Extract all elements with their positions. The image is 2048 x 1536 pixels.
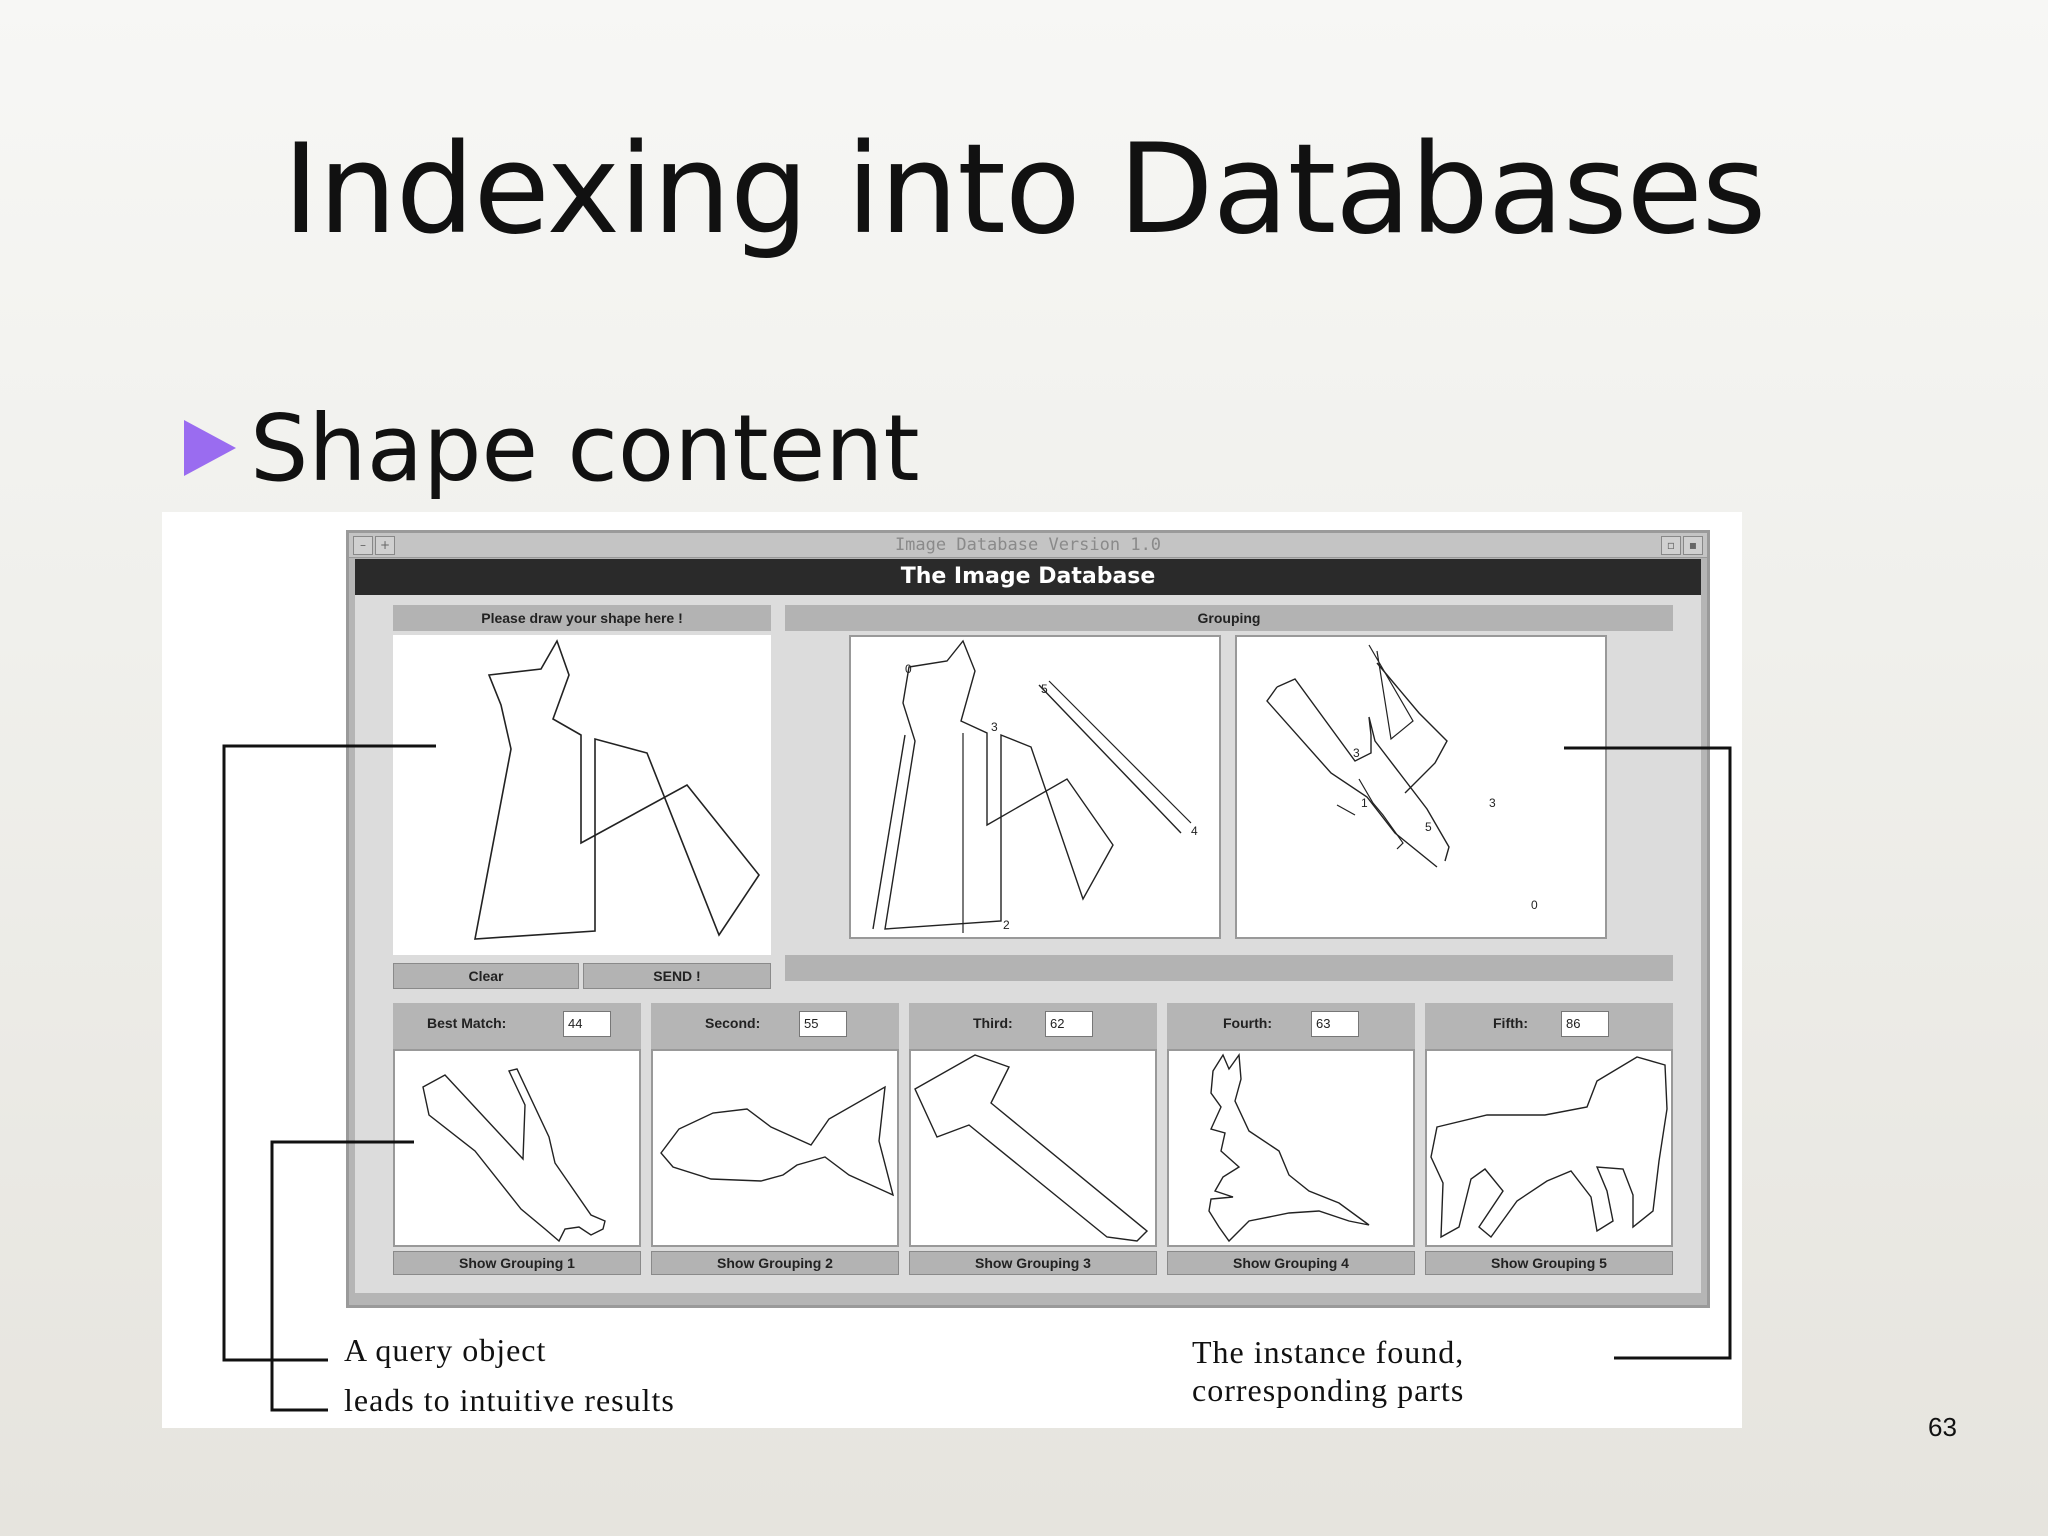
result-1-label: Best Match:	[427, 1015, 507, 1031]
grouping-canvas-1: 0 5 3 4 2	[849, 635, 1221, 939]
slide-title: Indexing into Databases	[282, 118, 1767, 262]
result-3-canvas	[909, 1049, 1157, 1247]
grouping-mark: 5	[1041, 682, 1048, 696]
result-5-label: Fifth:	[1493, 1015, 1528, 1031]
result-4-header: Fourth: 63	[1167, 1003, 1415, 1049]
caption-query-line1: A query object	[344, 1332, 547, 1368]
result-3-label: Third:	[973, 1015, 1013, 1031]
result-1-canvas	[393, 1049, 641, 1247]
grouping-status-bar	[785, 955, 1673, 981]
grouping-mark: 4	[1191, 824, 1198, 838]
grouped-result-shape-icon: 3 1 5 3 0	[1266, 644, 1538, 912]
result-1-value[interactable]: 44	[563, 1011, 611, 1037]
grouping-label: Grouping	[785, 605, 1673, 631]
caption-found-line2: corresponding parts	[1192, 1372, 1465, 1408]
app-window: – + Image Database Version 1.0 ▫ ▪ The I…	[346, 530, 1710, 1308]
send-button[interactable]: SEND !	[583, 963, 771, 989]
drawing-canvas[interactable]	[393, 635, 771, 955]
grouping-mark: 3	[1353, 746, 1360, 760]
window-title: Image Database Version 1.0	[894, 535, 1162, 555]
show-grouping-5-button[interactable]: Show Grouping 5	[1425, 1251, 1673, 1275]
show-grouping-1-button[interactable]: Show Grouping 1	[393, 1251, 641, 1275]
grouping-mark: 5	[1425, 820, 1432, 834]
result-3-value[interactable]: 62	[1045, 1011, 1093, 1037]
result-2-canvas	[651, 1049, 899, 1247]
figure: – + Image Database Version 1.0 ▫ ▪ The I…	[162, 512, 1742, 1428]
result-2-value[interactable]: 55	[799, 1011, 847, 1037]
result-3-header: Third: 62	[909, 1003, 1157, 1049]
result-1-header: Best Match: 44	[393, 1003, 641, 1049]
grouping-mark: 0	[1531, 898, 1538, 912]
show-grouping-2-button[interactable]: Show Grouping 2	[651, 1251, 899, 1275]
grouping-canvas-2: 3 1 5 3 0	[1235, 635, 1607, 939]
result-2-label: Second:	[705, 1015, 761, 1031]
show-grouping-3-button[interactable]: Show Grouping 3	[909, 1251, 1157, 1275]
result-4-label: Fourth:	[1223, 1015, 1272, 1031]
grouping-mark: 0	[905, 662, 912, 676]
bullet-triangle-icon	[184, 420, 236, 476]
hammer-icon	[914, 1054, 1149, 1242]
os-titlebar: – + Image Database Version 1.0 ▫ ▪	[349, 533, 1707, 558]
page-number: 63	[1928, 1412, 1957, 1442]
result-5-header: Fifth: 86	[1425, 1003, 1673, 1049]
query-shape-icon	[474, 639, 760, 940]
kangaroo-icon	[1208, 1053, 1370, 1243]
result-4-canvas	[1167, 1049, 1415, 1247]
grouping-mark: 3	[1489, 796, 1496, 810]
caption-found-line1: The instance found,	[1192, 1334, 1465, 1370]
grouped-query-shape-icon: 0 5 3 4 2	[872, 639, 1198, 933]
grouping-mark: 2	[1003, 918, 1010, 932]
clear-button[interactable]: Clear	[393, 963, 579, 989]
result-2-header: Second: 55	[651, 1003, 899, 1049]
bullet-item: Shape content	[184, 395, 920, 502]
window-menu-button[interactable]: –	[353, 536, 373, 555]
app-body: Please draw your shape here ! Clear SEND…	[355, 595, 1701, 1293]
show-grouping-4-button[interactable]: Show Grouping 4	[1167, 1251, 1415, 1275]
animal-sketch-icon	[422, 1068, 606, 1243]
maximize-button[interactable]: ▪	[1683, 536, 1703, 555]
horse-icon	[1430, 1056, 1668, 1239]
fish-icon	[660, 1085, 895, 1197]
bullet-text: Shape content	[250, 394, 920, 502]
draw-label: Please draw your shape here !	[393, 605, 771, 631]
grouping-mark: 1	[1361, 796, 1368, 810]
result-5-canvas	[1425, 1049, 1673, 1247]
result-5-value[interactable]: 86	[1561, 1011, 1609, 1037]
result-4-value[interactable]: 63	[1311, 1011, 1359, 1037]
caption-query-line2: leads to intuitive results	[344, 1382, 675, 1418]
grouping-mark: 3	[991, 720, 998, 734]
app-header: The Image Database	[355, 559, 1701, 595]
minimize-button[interactable]: ▫	[1661, 536, 1681, 555]
window-pin-button[interactable]: +	[375, 536, 395, 555]
